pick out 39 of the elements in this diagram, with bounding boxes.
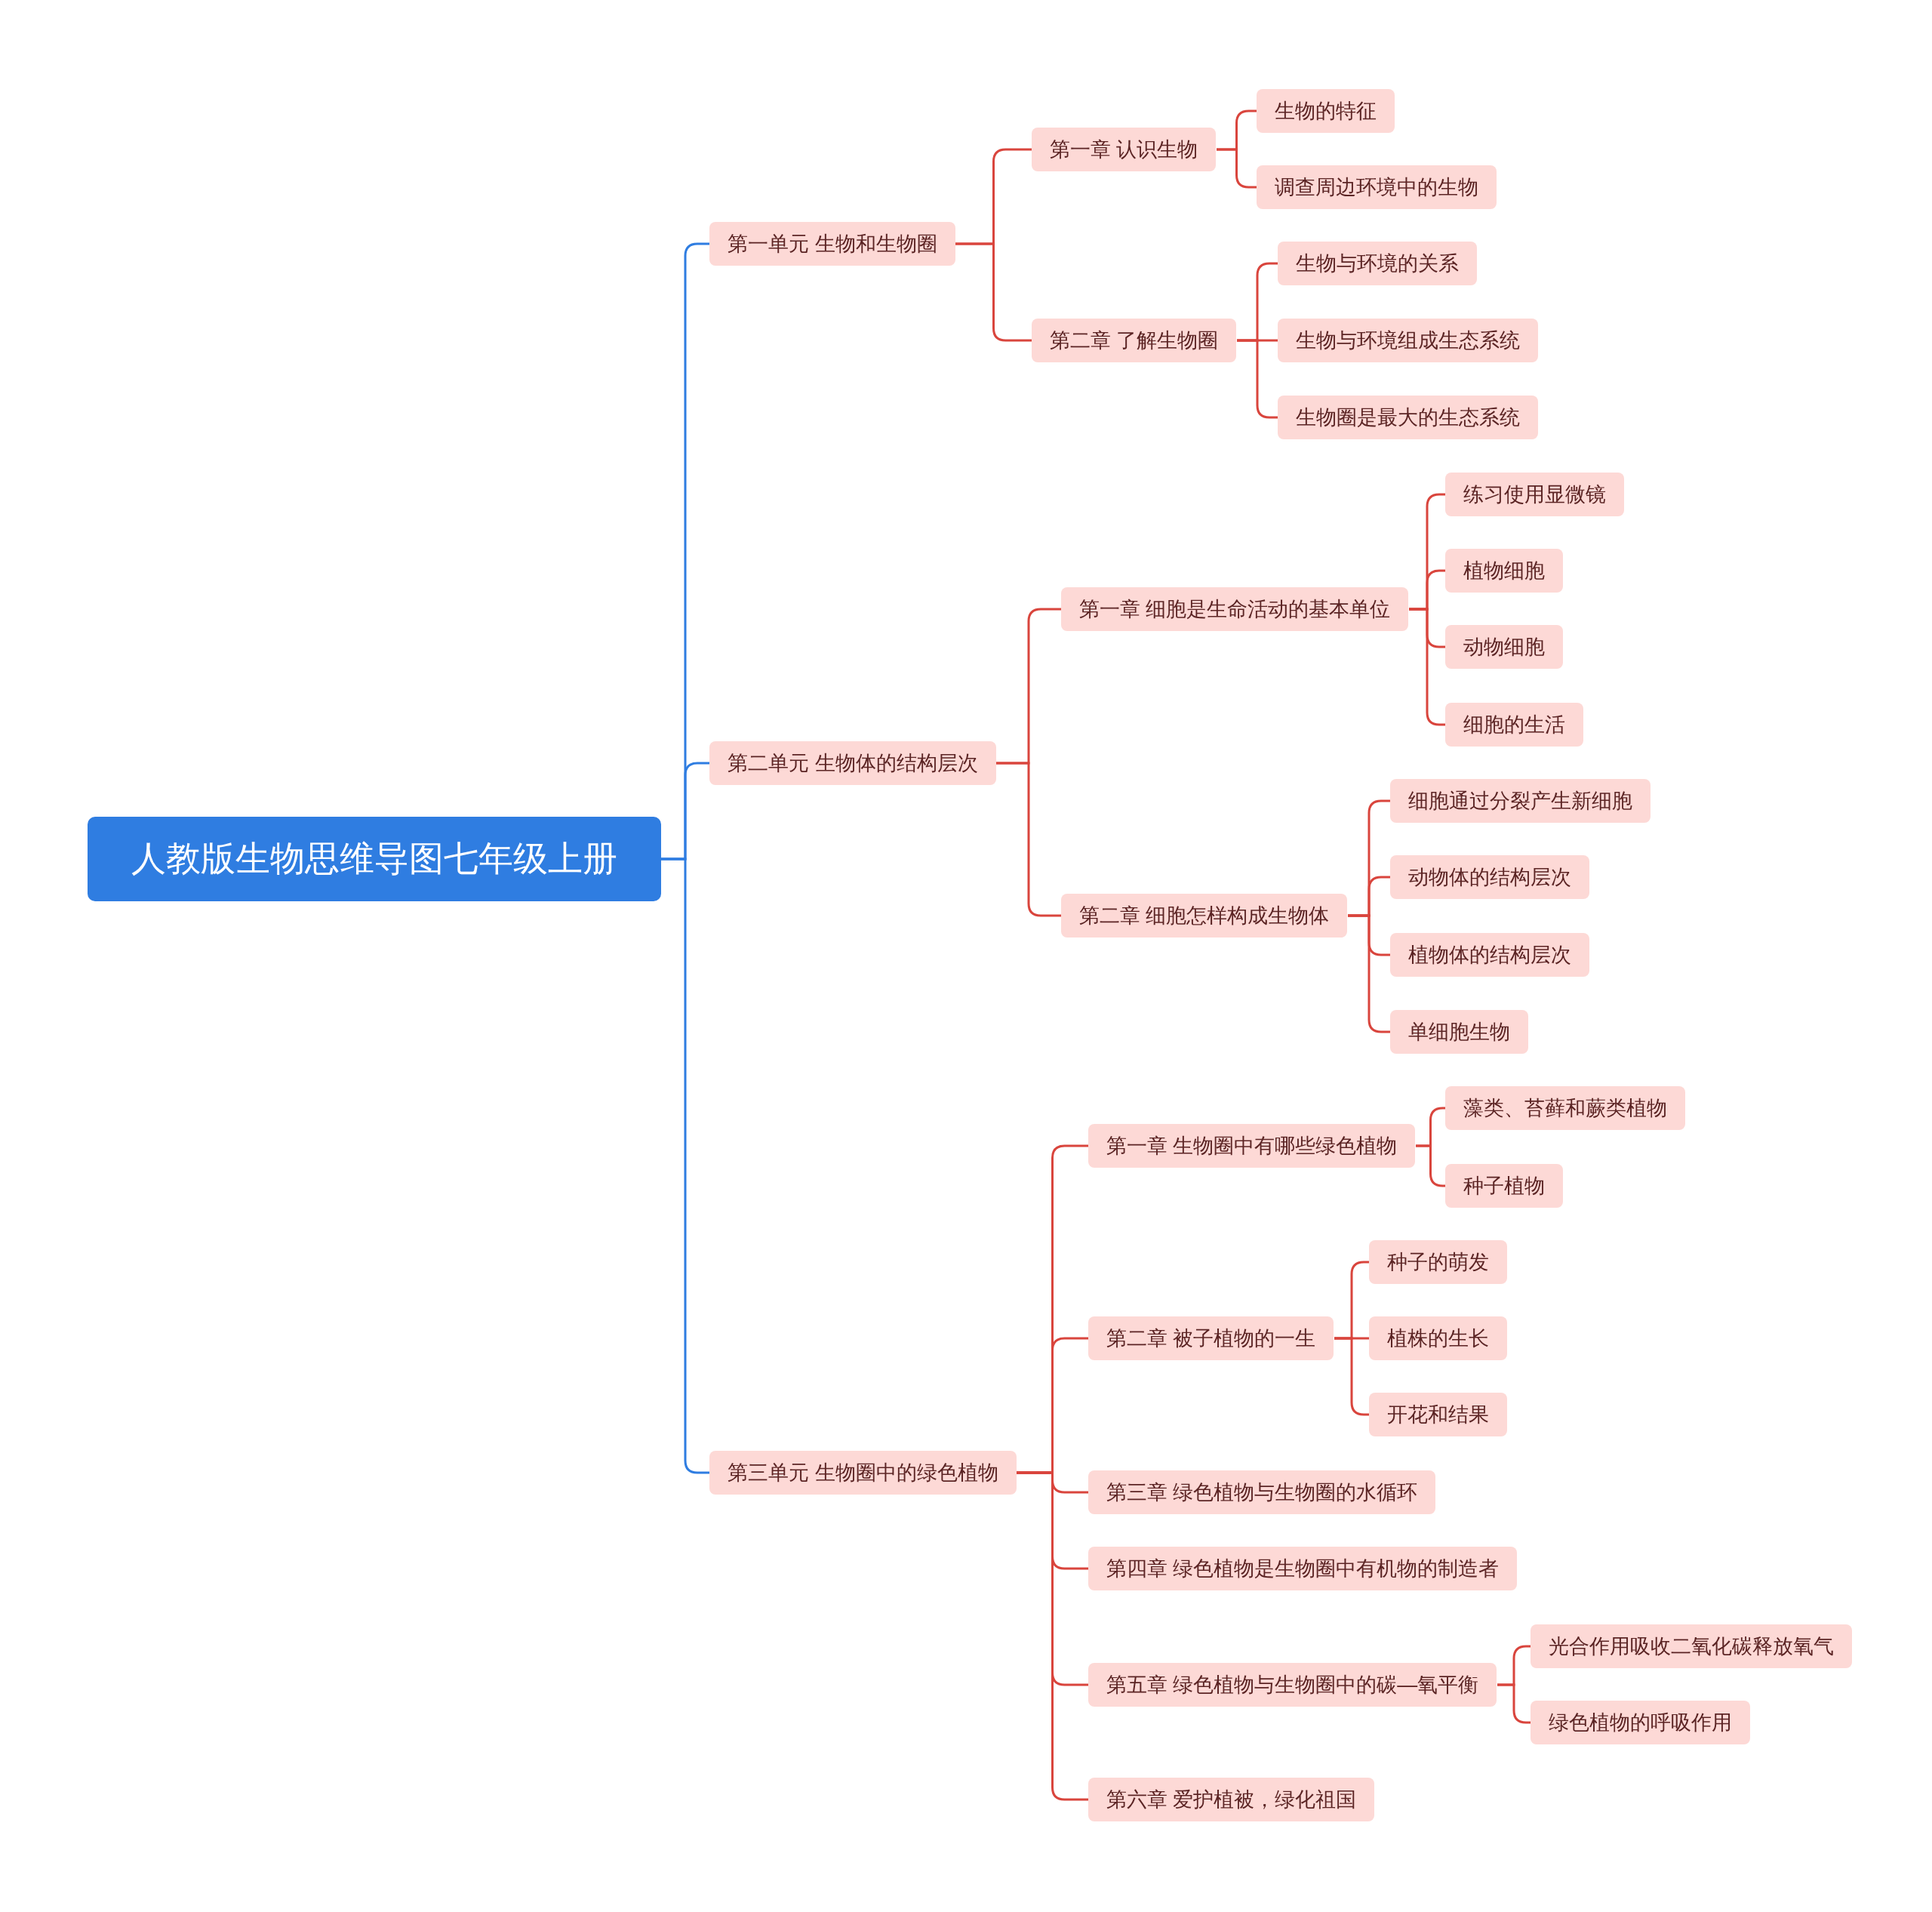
topic-box: 植物细胞 — [1445, 548, 1564, 593]
topic-box: 第二章 细胞怎样构成生物体 — [1060, 894, 1348, 938]
topic-box: 第一章 生物圈中有哪些绿色植物 — [1088, 1124, 1416, 1168]
topic-box: 藻类、苔藓和蕨类植物 — [1445, 1085, 1686, 1130]
topic-box: 开花和结果 — [1368, 1393, 1507, 1437]
topic-box: 调查周边环境中的生物 — [1257, 165, 1497, 210]
topic-box: 细胞通过分裂产生新细胞 — [1389, 779, 1651, 824]
topic-box: 第三章 绿色植物与生物圈的水循环 — [1088, 1470, 1436, 1515]
topic-box: 生物与环境组成生态系统 — [1278, 318, 1539, 362]
connector-line — [1334, 1337, 1369, 1416]
connector-line — [1409, 608, 1445, 726]
topic-box: 种子植物 — [1445, 1163, 1564, 1208]
topic-box: 第二单元 生物体的结构层次 — [709, 740, 996, 785]
connector-line — [1497, 1683, 1531, 1724]
topic-box: 细胞的生活 — [1445, 703, 1584, 747]
topic-box: 第一单元 生物和生物圈 — [709, 222, 955, 266]
central-topic-box: 人教版生物思维导图七年级上册 — [87, 816, 661, 901]
topic-box: 第二章 被子植物的一生 — [1088, 1316, 1334, 1361]
topic-box: 种子的萌发 — [1368, 1239, 1507, 1284]
topic-box: 第三单元 生物圈中的绿色植物 — [709, 1451, 1017, 1495]
topic-box: 动物细胞 — [1445, 625, 1564, 670]
topic-box: 植物体的结构层次 — [1389, 933, 1589, 978]
topic-box: 生物圈是最大的生态系统 — [1278, 396, 1539, 440]
topic-box: 动物体的结构层次 — [1389, 855, 1589, 900]
topic-box: 光合作用吸收二氧化碳释放氧气 — [1530, 1624, 1852, 1669]
topic-box: 第五章 绿色植物与生物圈中的碳—氧平衡 — [1088, 1662, 1497, 1707]
connector-line — [996, 762, 1061, 917]
connector-line — [955, 242, 1032, 342]
topic-box: 单细胞生物 — [1389, 1009, 1528, 1054]
topic-box: 生物的特征 — [1257, 88, 1395, 133]
topic-box: 第六章 爱护植被，绿化祖国 — [1088, 1777, 1375, 1821]
topic-box: 生物与环境的关系 — [1278, 242, 1478, 286]
topic-box: 第二章 了解生物圈 — [1031, 318, 1237, 362]
topic-box: 第四章 绿色植物是生物圈中有机物的制造者 — [1088, 1547, 1518, 1591]
topic-box: 植株的生长 — [1368, 1316, 1507, 1361]
topic-box: 第一章 细胞是生命活动的基本单位 — [1060, 587, 1409, 631]
topic-box: 第一章 认识生物 — [1031, 127, 1217, 171]
topic-box: 练习使用显微镜 — [1445, 472, 1625, 516]
topic-box: 绿色植物的呼吸作用 — [1530, 1701, 1750, 1745]
